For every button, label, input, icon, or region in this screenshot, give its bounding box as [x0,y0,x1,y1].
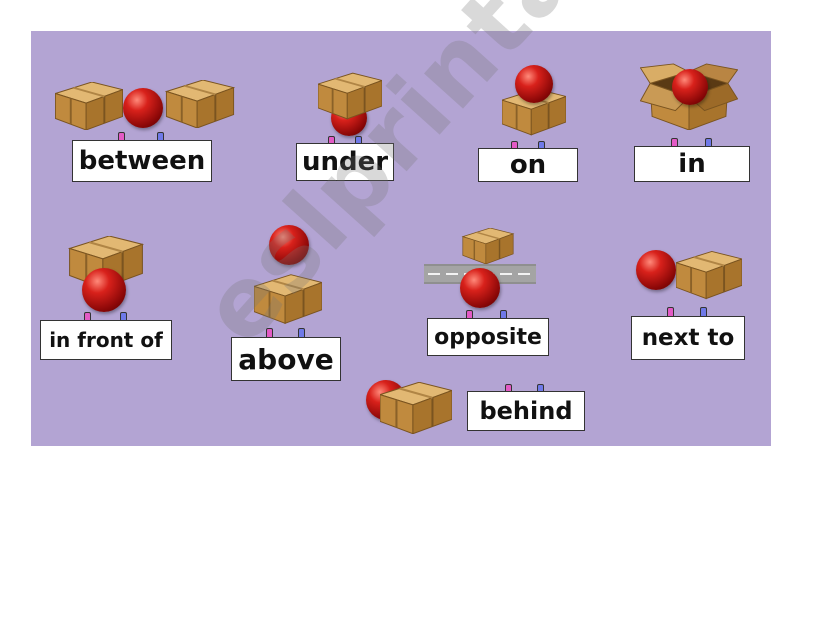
ball-icon [82,268,126,312]
label-in: in [634,146,750,182]
ball-icon [123,88,163,128]
ball-icon [636,250,676,290]
label-on: on [478,148,578,182]
box-icon [55,82,123,130]
ball-icon [672,69,708,105]
box-icon [460,228,516,264]
ball-icon [269,225,309,265]
label-under: under [296,143,394,181]
box-icon [165,80,235,128]
box-icon [380,382,452,434]
label-in-front-of: in front of [40,320,172,360]
label-next-to: next to [631,316,745,360]
ball-icon [515,65,553,103]
label-between: between [72,140,212,182]
box-icon [676,250,742,300]
label-above: above [231,337,341,381]
label-behind: behind [467,391,585,431]
label-opposite: opposite [427,318,549,356]
ball-icon [460,268,500,308]
